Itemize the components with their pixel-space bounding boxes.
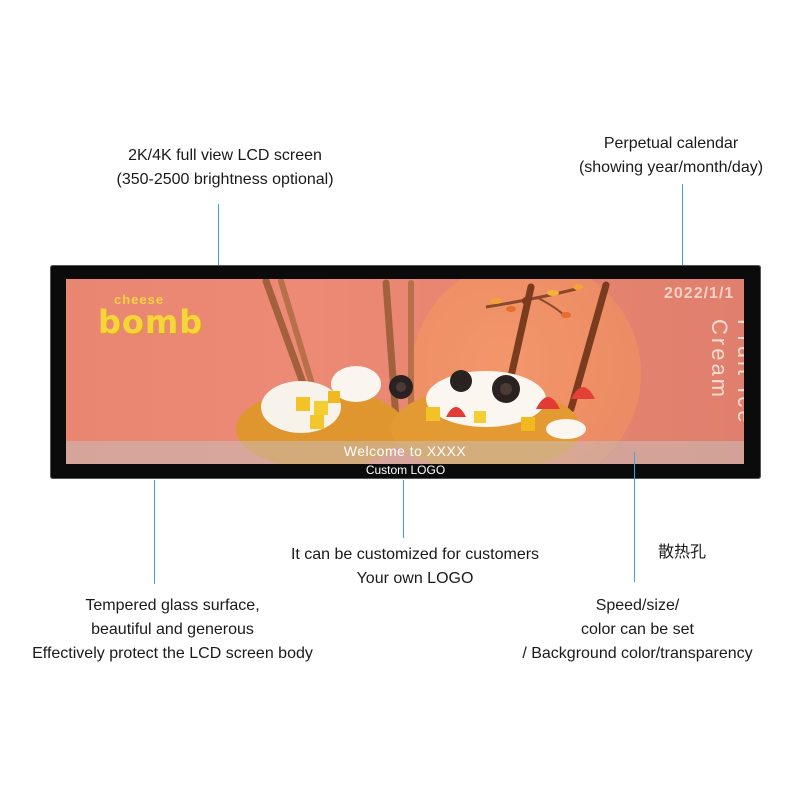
glass-leader-line bbox=[154, 480, 155, 584]
calendar-caption-line2: (showing year/month/day) bbox=[578, 159, 764, 176]
logo-top-text: cheese bbox=[114, 292, 165, 307]
glass-caption: Tempered glass surface, beautiful and ge… bbox=[20, 594, 325, 666]
speed-leader-line bbox=[634, 452, 635, 582]
lcd-caption-line1: 2K/4K full view LCD screen bbox=[128, 147, 322, 164]
logo-leader-line bbox=[403, 480, 404, 538]
calendar-leader-line bbox=[682, 184, 683, 280]
vent-caption: 散热孔 bbox=[657, 544, 706, 561]
calendar-caption: Perpetual calendar (showing year/month/d… bbox=[566, 132, 776, 180]
branch-decoration bbox=[485, 284, 583, 318]
cheese-bomb-logo: cheese bomb bbox=[98, 293, 203, 338]
lcd-bar-display: cheese bomb 2022/1/1 Fruit Ice Cream Wel… bbox=[50, 265, 761, 479]
speed-caption: Speed/size/ color can be set / Backgroun… bbox=[505, 594, 770, 666]
glass-caption-line1: Tempered glass surface, bbox=[85, 597, 260, 614]
calendar-date: 2022/1/1 bbox=[664, 285, 735, 302]
lcd-caption: 2K/4K full view LCD screen (350-2500 bri… bbox=[113, 144, 337, 192]
logo-main-text: bomb bbox=[98, 303, 204, 341]
speed-caption-line1: Speed/size/ bbox=[595, 597, 680, 614]
welcome-text: Welcome to XXXX bbox=[343, 443, 467, 459]
speed-caption-line3: / Background color/transparency bbox=[522, 645, 753, 662]
logo-caption-line1: It can be customized for customers bbox=[290, 546, 540, 563]
logo-caption-line2: Your own LOGO bbox=[356, 570, 474, 587]
glass-caption-line2: beautiful and generous bbox=[91, 621, 254, 638]
glass-caption-line3: Effectively protect the LCD screen body bbox=[32, 645, 313, 662]
vertical-product-text: Fruit Ice Cream bbox=[707, 319, 744, 426]
calendar-caption-line1: Perpetual calendar bbox=[603, 135, 739, 152]
scrolling-text-bar bbox=[66, 441, 744, 464]
speed-caption-line2: color can be set bbox=[581, 621, 694, 638]
logo-caption: It can be customized for customers Your … bbox=[285, 543, 545, 591]
lcd-screen: cheese bomb 2022/1/1 Fruit Ice Cream Wel… bbox=[66, 279, 744, 464]
lcd-leader-line bbox=[218, 204, 219, 280]
custom-logo-label: Custom LOGO bbox=[365, 463, 446, 477]
lcd-caption-line2: (350-2500 brightness optional) bbox=[116, 171, 334, 188]
